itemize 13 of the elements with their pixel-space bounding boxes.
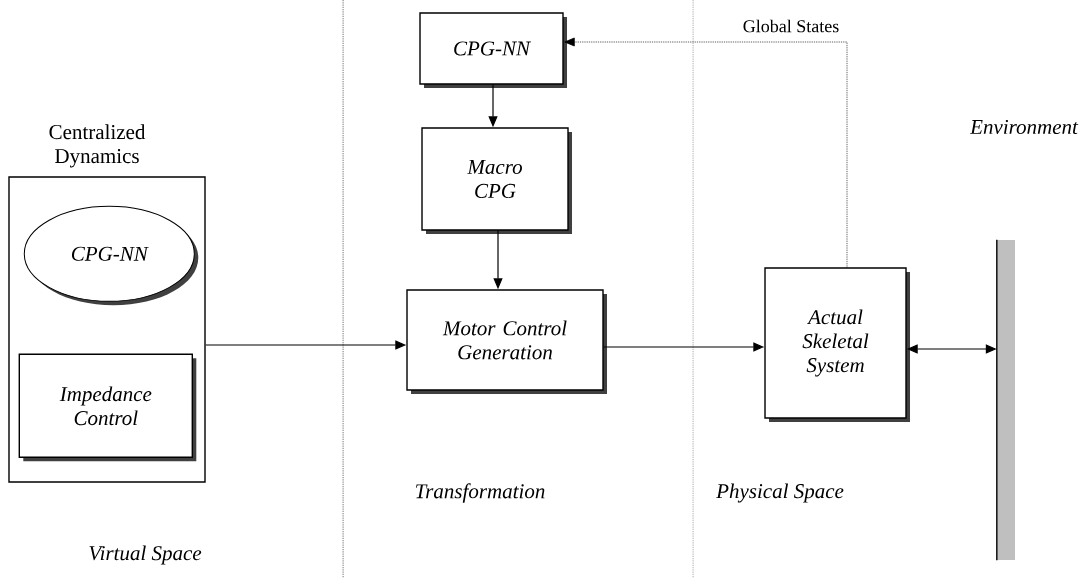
edge-label: Global States [741, 18, 841, 34]
process-box: Impedance Control [18, 353, 197, 462]
region-label: Transformation [416, 483, 545, 503]
node-label: Centralized Dynamics [49, 124, 146, 168]
process-box: Macro CPG [421, 127, 572, 234]
region-label: Environment [969, 119, 1079, 135]
wall-drawing [996, 239, 1015, 561]
region-label: Physical Space [716, 483, 844, 503]
process-box: Motor Control Generation [406, 289, 607, 394]
region-label: Virtual Space [89, 545, 202, 565]
process-box: CPG-NN [419, 12, 567, 88]
process-box: Actual Skeletal System [764, 267, 910, 422]
arrow [564, 37, 848, 268]
